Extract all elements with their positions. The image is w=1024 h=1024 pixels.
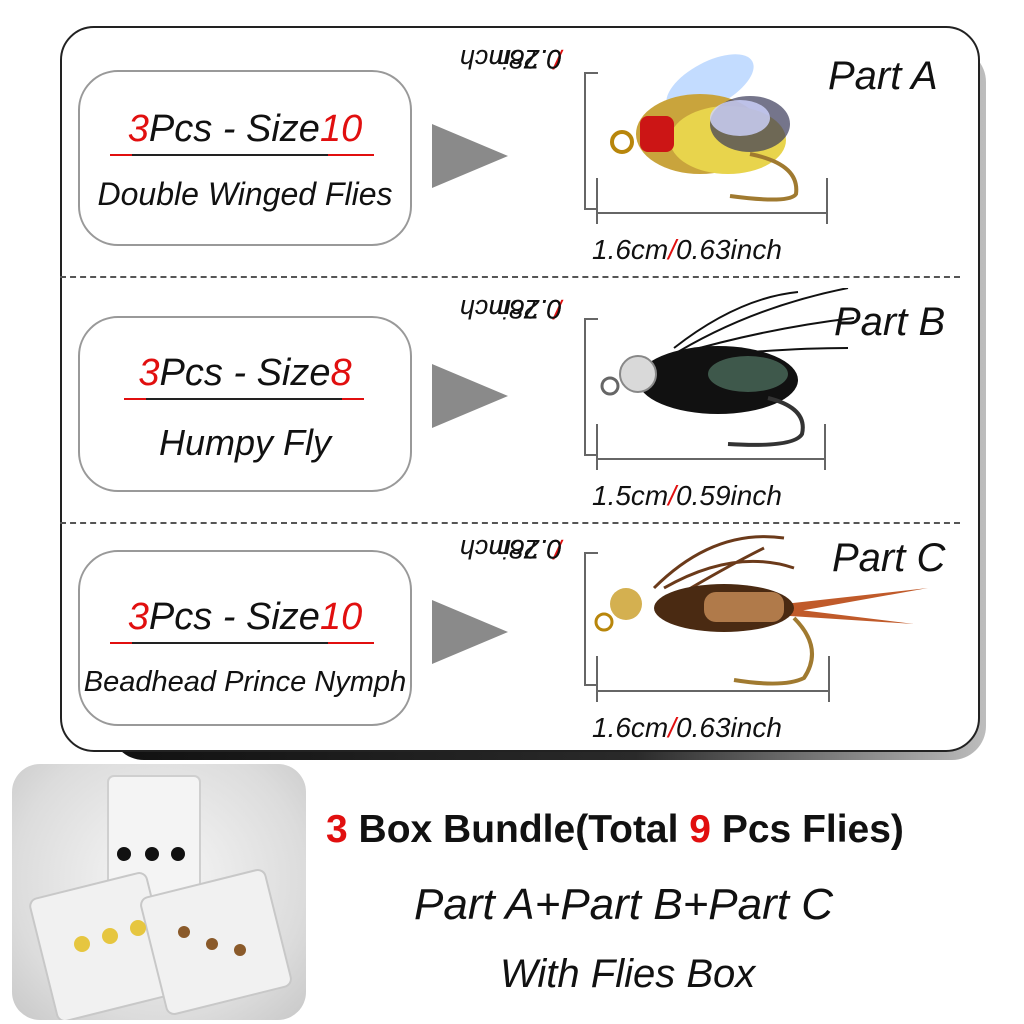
height-bracket	[584, 552, 586, 686]
prince-nymph-fly-image	[594, 535, 928, 686]
underline	[110, 154, 374, 156]
bracket-tick	[584, 684, 598, 686]
fly-name: Beadhead Prince Nymph	[83, 666, 407, 698]
product-label-a: 3Pcs - Size10 Double Winged Flies	[78, 70, 412, 246]
height-dimension: 0.7cm/0.28inch	[459, 44, 562, 74]
fly-box-image	[29, 775, 292, 1020]
underline	[124, 398, 364, 400]
width-dimension: 1.5cm/0.59inch	[592, 480, 782, 511]
width-bracket	[596, 212, 826, 214]
width-dimension: 1.6cm/0.63inch	[592, 234, 782, 265]
height-dimension: 0.7cm/0.28inch	[459, 534, 562, 564]
part-label: Part B	[834, 300, 946, 344]
bundle-parts: Part A+Part B+Part C	[414, 880, 833, 929]
arrow-right-icon	[432, 364, 508, 428]
bracket-tick	[596, 178, 598, 224]
part-label: Part A	[828, 54, 938, 98]
width-bracket	[596, 690, 828, 692]
bracket-tick	[828, 656, 830, 702]
bracket-tick	[584, 72, 598, 74]
width-bracket	[596, 458, 824, 460]
humpy-fly-image	[600, 288, 855, 447]
bracket-tick	[584, 552, 598, 554]
fly-name: Humpy Fly	[158, 422, 332, 463]
row-divider	[60, 522, 960, 524]
row-divider	[60, 276, 960, 278]
height-dimension: 0.7cm/0.28inch	[459, 294, 562, 324]
arrow-right-icon	[432, 600, 508, 664]
bracket-tick	[826, 178, 828, 224]
product-label-b: 3Pcs - Size8 Humpy Fly	[78, 316, 412, 492]
bracket-tick	[596, 656, 598, 702]
quantity-size-text: 3Pcs - Size10	[127, 596, 363, 638]
height-bracket	[584, 72, 586, 210]
bundle-title: 3 Box Bundle(Total 9 Pcs Flies)	[326, 808, 904, 851]
underline	[110, 642, 374, 644]
quantity-size-text: 3Pcs - Size8	[138, 352, 352, 394]
bracket-tick	[584, 208, 598, 210]
bracket-tick	[824, 424, 826, 470]
bracket-tick	[584, 318, 598, 320]
bracket-tick	[584, 454, 598, 456]
bundle-box-note: With Flies Box	[500, 952, 756, 996]
arrow-right-icon	[432, 124, 508, 188]
width-dimension: 1.6cm/0.63inch	[592, 712, 782, 743]
height-bracket	[584, 318, 586, 456]
double-winged-fly-image	[610, 54, 799, 202]
bracket-tick	[596, 424, 598, 470]
fly-name: Double Winged Flies	[97, 176, 393, 212]
part-label: Part C	[832, 536, 946, 580]
flies-box-photo	[12, 764, 306, 1020]
product-label-c: 3Pcs - Size10 Beadhead Prince Nymph	[78, 550, 412, 726]
quantity-size-text: 3Pcs - Size10	[127, 108, 363, 150]
